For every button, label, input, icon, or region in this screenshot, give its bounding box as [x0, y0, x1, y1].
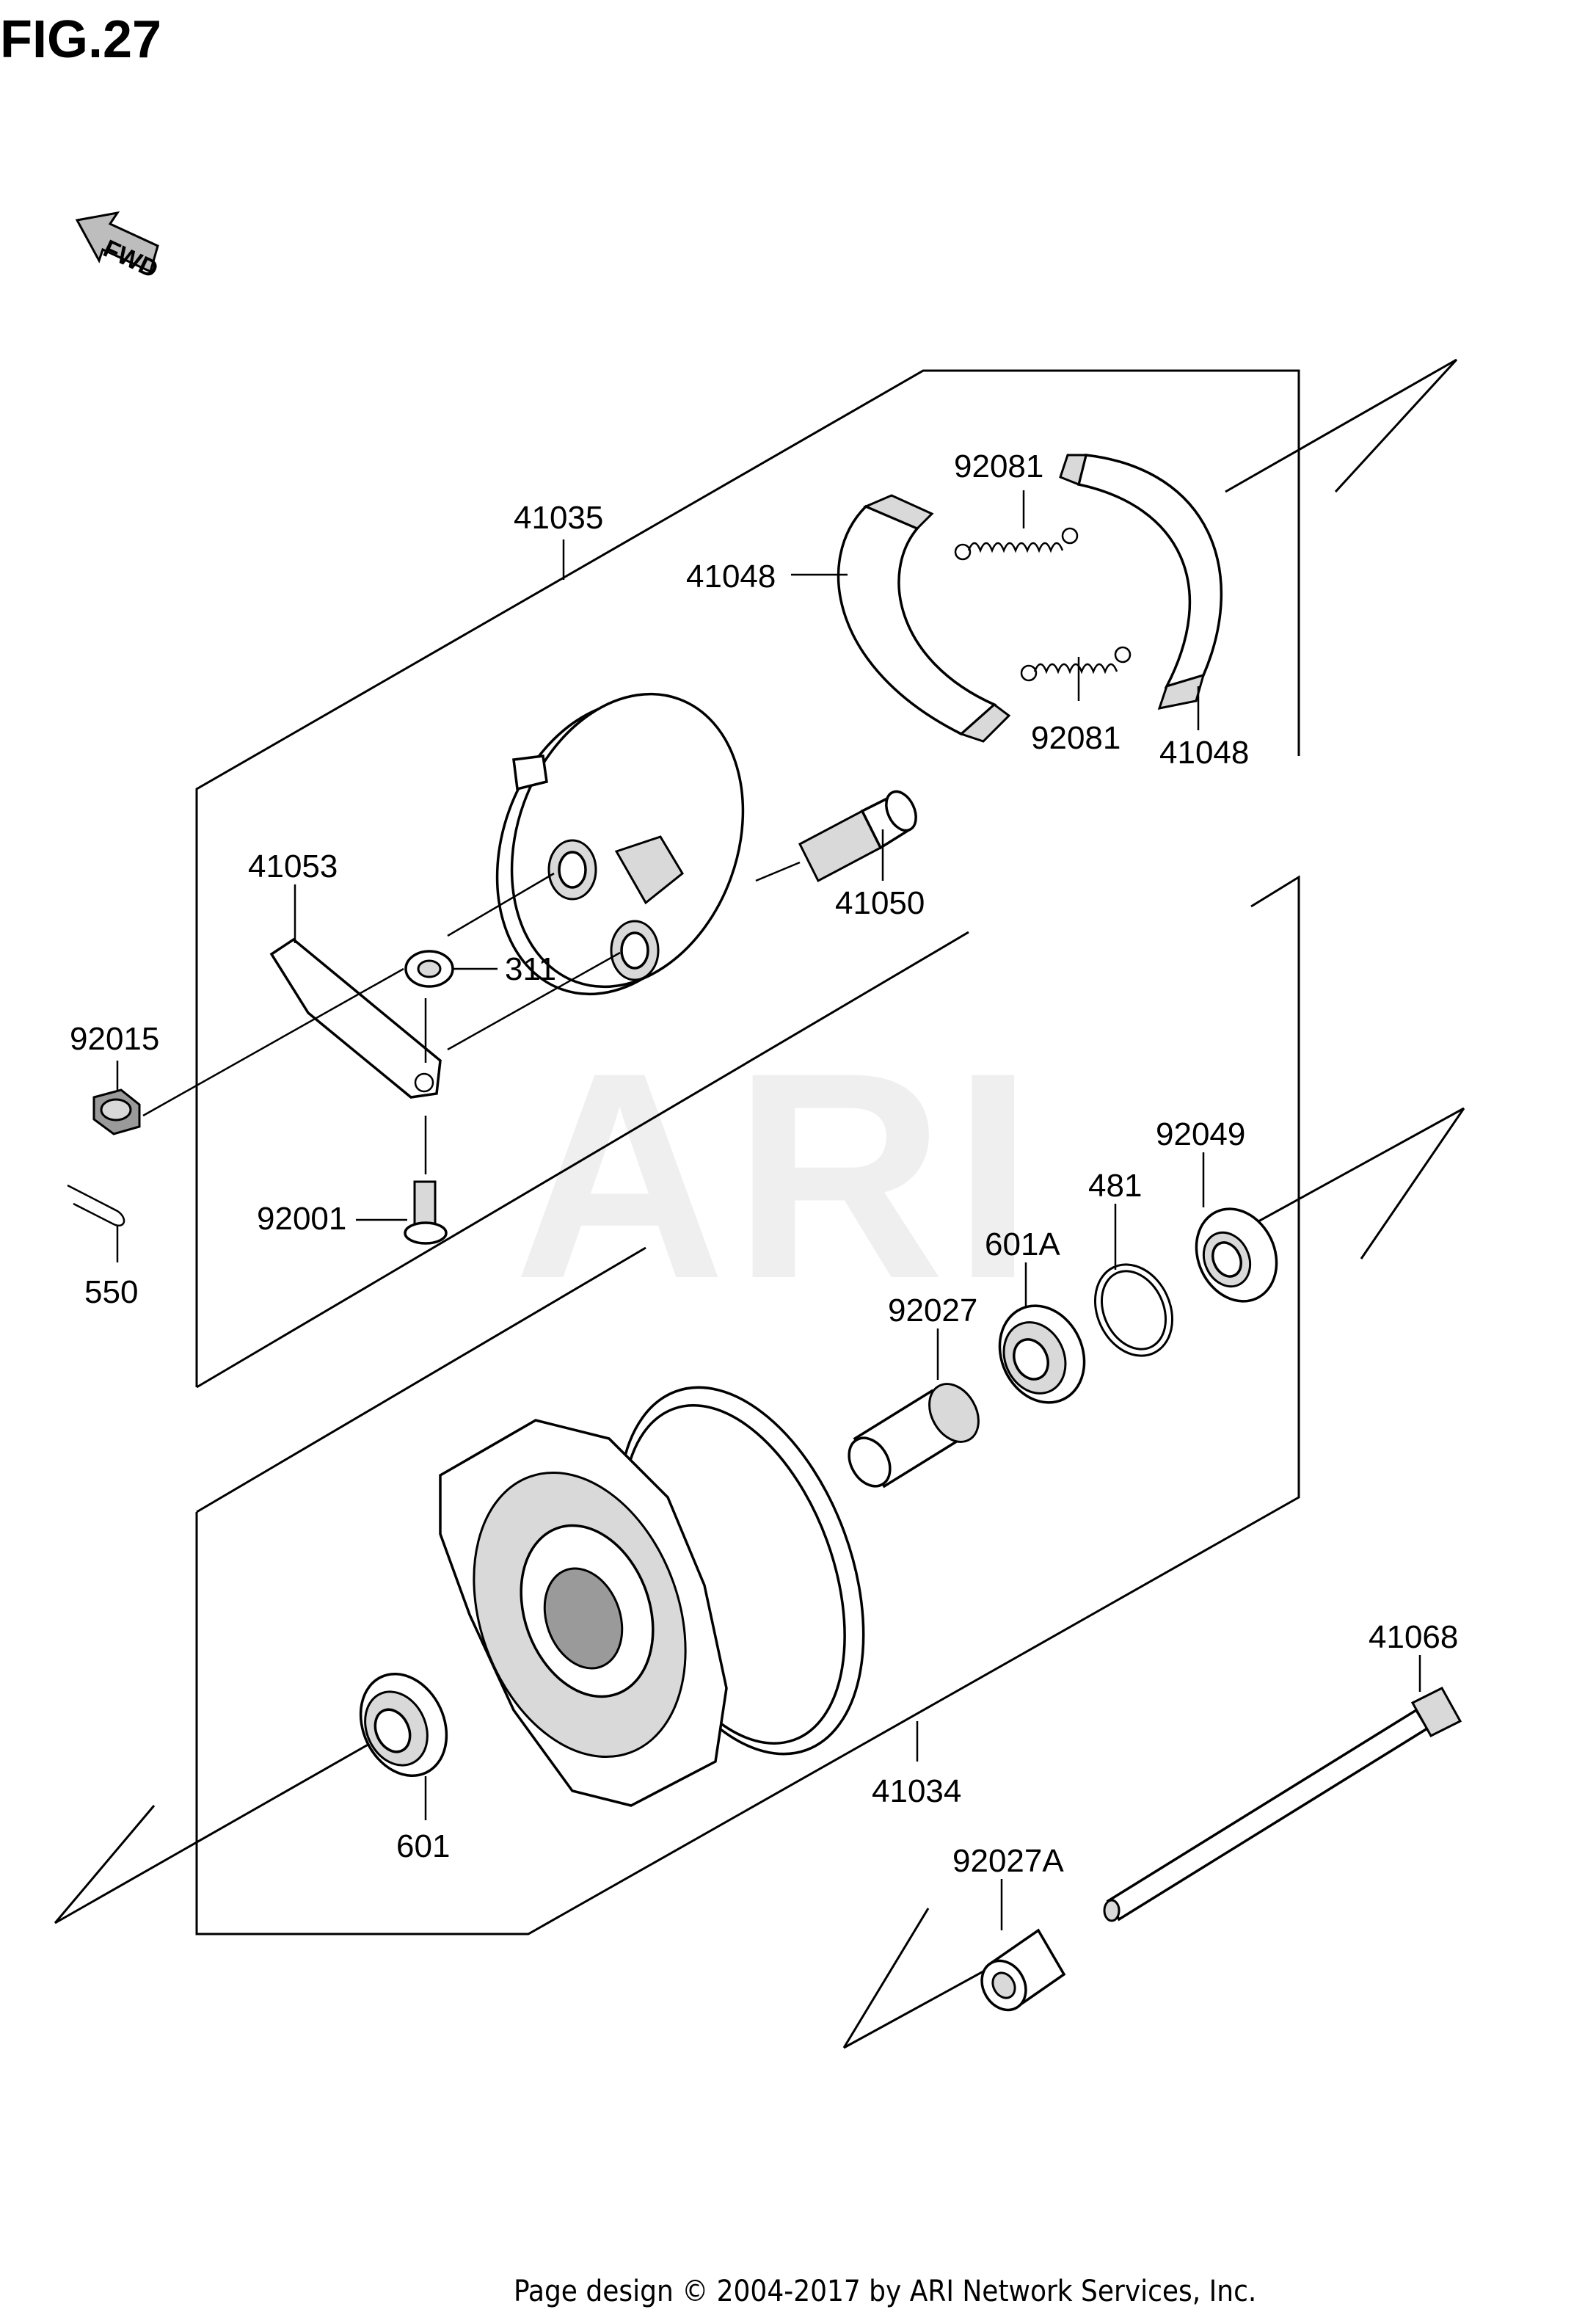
lower-assembly-frame [54, 875, 1465, 2049]
leader-lines-lower [424, 1152, 1421, 1930]
part-label-92027A: 92027A [952, 1843, 1064, 1879]
part-label-92001: 92001 [257, 1201, 346, 1237]
brake-shoe-41048-left [837, 494, 1011, 743]
part-label-92049: 92049 [1156, 1116, 1245, 1152]
brake-shoe-41048-right [1059, 454, 1223, 710]
part-label-550: 550 [84, 1274, 138, 1310]
part-label-92081-lower: 92081 [1031, 720, 1121, 756]
copyright-footer: Page design © 2004-2017 by ARI Network S… [514, 2275, 1256, 2308]
axle-41068 [1103, 1687, 1462, 1922]
part-label-41053: 41053 [248, 848, 338, 884]
bearing-601 [359, 1672, 448, 1778]
part-label-601A: 601A [985, 1226, 1060, 1262]
forward-arrow-icon: FWD [75, 211, 162, 284]
part-labels: 41035 41048 92081 92081 41048 41053 4105… [70, 448, 1458, 1879]
spring-92081-lower [1020, 646, 1132, 682]
brake-panel-41035 [495, 692, 745, 996]
part-label-41048-right: 41048 [1159, 735, 1249, 771]
part-label-601: 601 [396, 1828, 450, 1864]
part-label-41035: 41035 [514, 500, 603, 536]
upper-assembly-frame [195, 358, 1458, 1389]
wheel-hub-41034 [439, 1386, 865, 1807]
spring-92081-upper [954, 527, 1079, 561]
spacer-92027A [980, 1928, 1066, 2012]
circlip-481 [1093, 1263, 1174, 1357]
part-label-92081-upper: 92081 [954, 448, 1043, 484]
spacer-92027 [848, 1383, 980, 1488]
part-label-41050: 41050 [835, 885, 925, 921]
part-label-41068: 41068 [1369, 1619, 1458, 1655]
bearing-601A [998, 1304, 1086, 1404]
part-label-92015: 92015 [70, 1021, 159, 1057]
watermark: ARI [514, 1011, 1041, 1339]
leader-lines-upper [116, 490, 1200, 1262]
nut-92015 [92, 1088, 141, 1135]
part-label-41048-left: 41048 [686, 559, 776, 595]
part-label-41034: 41034 [872, 1773, 961, 1809]
part-label-311: 311 [505, 951, 556, 987]
oil-seal-92049 [1195, 1207, 1278, 1303]
brake-arm-41053 [269, 937, 442, 1099]
part-label-481: 481 [1088, 1168, 1142, 1204]
part-label-92027: 92027 [888, 1293, 977, 1328]
bolt-92001 [404, 1180, 448, 1245]
brake-cam-41050 [755, 790, 917, 883]
figure-title: FIG.27 [0, 10, 161, 69]
nut-311 [404, 950, 454, 988]
cotter-pin-550 [67, 1184, 125, 1226]
